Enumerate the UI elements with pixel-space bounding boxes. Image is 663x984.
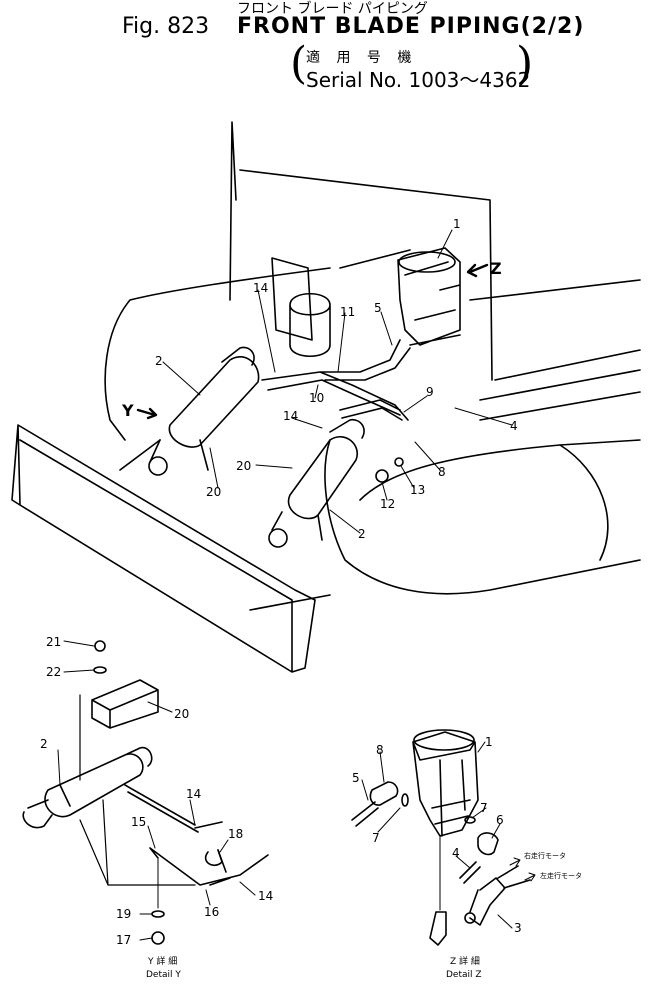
detail-z-callout-5: 5 <box>352 771 360 785</box>
detail-y-clip-17 <box>204 849 223 867</box>
callout-5: 5 <box>374 301 382 315</box>
detail-y-callout-19: 19 <box>116 907 131 921</box>
cylinder-left <box>149 346 260 471</box>
detail-z-callout-7-right: 7 <box>480 801 488 815</box>
detail-y-callout-22: 22 <box>46 665 61 679</box>
detail-y-callout-18: 17 <box>116 933 131 947</box>
figure-title-suffix: (2/2) <box>520 14 585 39</box>
detail-z-callout-7-left: 7 <box>372 831 380 845</box>
washer-19 <box>151 910 165 918</box>
view-y-marker: Y <box>121 401 134 420</box>
detail-z-nut-3 <box>464 912 476 924</box>
callout-10: 10 <box>309 391 324 405</box>
callout-2-right: 2 <box>358 527 366 541</box>
bolt-21 <box>94 640 106 652</box>
title-japanese: フロント ブレード パイピング <box>237 1 428 17</box>
callout-11: 11 <box>340 305 355 319</box>
detail-y-bracket <box>79 694 196 886</box>
detail-z-callout-8: 8 <box>376 743 384 757</box>
callout-9: 9 <box>426 385 434 399</box>
blade <box>11 424 316 673</box>
detail-z-fitting-6 <box>477 832 499 856</box>
detail-y-callout-14-lower: 14 <box>258 889 273 903</box>
serial-paren-left: ( <box>290 38 308 89</box>
main-leaders <box>162 229 513 534</box>
detail-z-fitting-8 <box>369 781 399 806</box>
view-z-arrow <box>466 263 489 278</box>
detail-z-fitting-5 <box>351 801 379 827</box>
callout-20-lower: 20 <box>206 485 221 499</box>
view-y-arrow <box>136 407 158 420</box>
main-view <box>11 121 641 673</box>
detail-z-swivel <box>412 731 479 837</box>
blade-pivot-left <box>148 456 168 476</box>
detail-z-leaders <box>361 741 513 929</box>
blade-pivot-right <box>268 528 288 548</box>
cylinder-right <box>271 418 365 541</box>
detail-y-callout-14-upper: 14 <box>186 787 201 801</box>
detail-z-hose <box>469 865 531 926</box>
applicable-label-japanese: 適 用 号 機 <box>306 50 418 66</box>
detail-y-callout-2: 2 <box>40 737 48 751</box>
figure-number: Fig. 823 <box>122 14 210 39</box>
track-housing <box>479 369 641 561</box>
detail-z-swivel-top <box>413 729 475 751</box>
detail-y-callout-17: 18 <box>228 827 243 841</box>
detail-z-caption: Detail Z <box>446 970 482 980</box>
washer-13 <box>394 457 404 467</box>
nut-18 <box>151 931 165 945</box>
motor-arrow-lower <box>524 872 536 882</box>
serial-range: Serial No. 1003～4362 <box>306 68 531 92</box>
callout-14-upper: 14 <box>253 281 268 295</box>
swivel-valve <box>397 247 461 346</box>
detail-z-elbow <box>429 911 447 946</box>
figure-title: FRONT BLADE PIPING(2/2) <box>237 14 584 39</box>
callout-14-lower: 14 <box>283 409 298 423</box>
bolt-12 <box>375 469 389 483</box>
detail-z-callout-6: 6 <box>496 813 504 827</box>
detail-z <box>351 729 536 946</box>
detail-z-oring-7-left <box>401 793 409 807</box>
detail-y-cylinder <box>22 746 153 829</box>
bracket-panel <box>271 257 313 341</box>
detail-z-oring-7-right <box>464 816 476 824</box>
detail-y-hoses <box>124 784 269 886</box>
hose-bundle <box>261 339 411 421</box>
washer-22 <box>93 666 107 674</box>
detail-z-callout-4: 4 <box>452 846 460 860</box>
callout-8: 8 <box>438 465 446 479</box>
tractor-frame-outline <box>104 121 641 611</box>
detail-y-callout-21: 21 <box>46 635 61 649</box>
callout-4: 4 <box>510 419 518 433</box>
motor-label-lower: 左走行モータ <box>540 871 582 880</box>
detail-z-fitting-4 <box>459 861 481 884</box>
callout-13: 13 <box>410 483 425 497</box>
figure-title-text: FRONT BLADE PIPING <box>237 14 521 39</box>
detail-y <box>22 640 269 945</box>
swivel-valve-top <box>398 251 456 273</box>
detail-y-cover <box>91 679 159 729</box>
serial-paren-right: ) <box>516 38 534 89</box>
detail-y-caption-japanese: Y 詳 細 <box>147 955 177 967</box>
detail-z-caption-japanese: Z 詳 細 <box>450 955 480 967</box>
callout-12: 12 <box>380 497 395 511</box>
view-z-marker: Z <box>490 259 502 278</box>
detail-z-callout-1: 1 <box>485 735 493 749</box>
detail-z-callout-3: 3 <box>514 921 522 935</box>
detail-y-callout-16: 16 <box>204 905 219 919</box>
detail-y-caption: Detail Y <box>146 970 181 980</box>
detail-y-callout-15: 15 <box>131 815 146 829</box>
detail-y-leaders <box>57 640 256 941</box>
motor-arrow-upper <box>509 857 521 867</box>
callout-1: 1 <box>453 217 461 231</box>
motor-label-upper: 右走行モータ <box>524 851 566 860</box>
detail-y-callout-20: 20 <box>174 707 189 721</box>
callout-2-left: 2 <box>155 354 163 368</box>
callout-20-upper: 20 <box>236 459 251 473</box>
